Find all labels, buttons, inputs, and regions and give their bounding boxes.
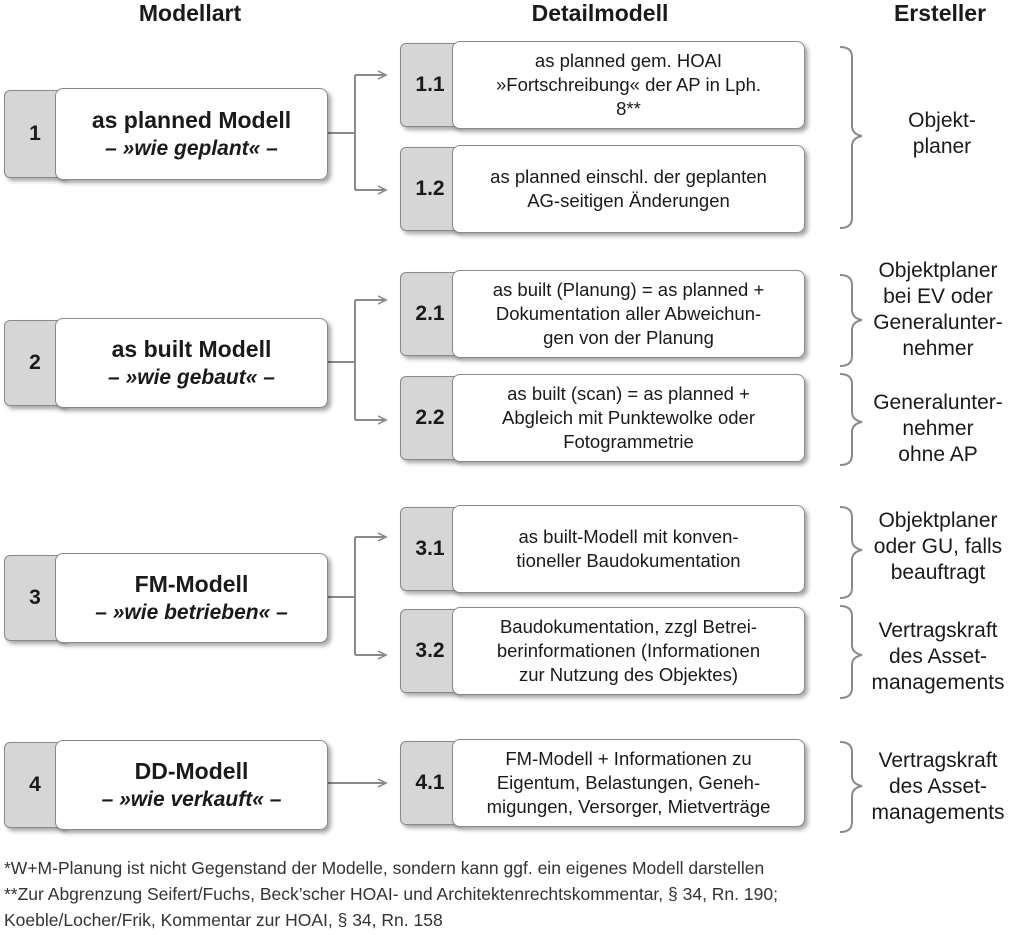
detail-1-2-text: as planned einschl. der geplanten AG-sei… [490, 166, 767, 211]
creator-3-1: Objektplaner oder GU, falls beauftragt [873, 509, 1003, 584]
model-2-subtitle: – »wie gebaut« – [108, 366, 275, 389]
detail-2-2-number: 2.2 [400, 376, 460, 460]
model-3-subtitle: – »wie betrieben« – [95, 601, 288, 624]
model-1-subtitle: – »wie geplant« – [105, 137, 278, 160]
detail-2-2-text: as built (scan) = as planned + Abgleich … [502, 383, 755, 452]
connector-3 [328, 536, 385, 656]
detail-3-1-box: as built-Modell mit konven- tioneller Ba… [452, 505, 805, 593]
detail-2-1-box: as built (Planung) = as planned + Dokume… [452, 270, 805, 358]
detail-2-1-text: as built (Planung) = as planned + Dokume… [492, 279, 765, 348]
detail-4-1-box: FM-Modell + Informationen zu Eigentum, B… [452, 739, 805, 827]
detail-1-1-number: 1.1 [400, 43, 460, 127]
creator-2-2: Generalunter- nehmer ohne AP [873, 391, 1003, 466]
detail-4-1-number: 4.1 [400, 741, 460, 825]
header-creator: Ersteller [893, 0, 987, 26]
detail-4-1-text: FM-Modell + Informationen zu Eigentum, B… [486, 748, 771, 817]
detail-1-2-box: as planned einschl. der geplanten AG-sei… [452, 145, 805, 233]
detail-3-1-text: as built-Modell mit konven- tioneller Ba… [516, 526, 741, 571]
model-3-title: FM-Modell [134, 571, 249, 597]
creator-1: Objekt- planer [908, 109, 976, 158]
detail-3-2-box: Baudokumentation, zzgl Betrei- berinform… [452, 607, 805, 695]
footnote-1: *W+M-Planung ist nicht Gegenstand der Mo… [4, 858, 765, 878]
creator-braces [839, 46, 863, 833]
creator-4-1: Vertragskraft des Asset- managements [871, 749, 1005, 824]
model-1-box: as planned Modell – »wie geplant« – [55, 88, 328, 180]
model-1-title: as planned Modell [91, 107, 292, 133]
creator-3-2: Vertragskraft des Asset- managements [871, 619, 1005, 694]
detail-3-2-number: 3.2 [400, 609, 460, 693]
model-2-box: as built Modell – »wie gebaut« – [55, 318, 328, 408]
model-4-box: DD-Modell – »wie verkauft« – [55, 740, 328, 830]
model-2-title: as built Modell [111, 336, 272, 362]
model-4-title: DD-Modell [134, 758, 249, 784]
detail-3-2-text: Baudokumentation, zzgl Betrei- berinform… [496, 616, 761, 685]
creator-2-1: Objektplaner bei EV oder Generalunter- n… [873, 259, 1003, 360]
detail-2-1-number: 2.1 [400, 272, 460, 356]
detail-1-2-number: 1.2 [400, 147, 460, 231]
footnote-2: **Zur Abgrenzung Seifert/Fuchs, Beck’sch… [4, 884, 778, 904]
detail-3-1-number: 3.1 [400, 507, 460, 591]
footnote-3: Koeble/Locher/Frik, Kommentar zur HOAI, … [4, 910, 443, 930]
detail-1-1-box: as planned gem. HOAI »Fortschreibung« de… [452, 41, 805, 129]
detail-2-2-box: as built (scan) = as planned + Abgleich … [452, 374, 805, 462]
model-3-box: FM-Modell – »wie betrieben« – [55, 553, 328, 643]
header-model-type: Modellart [138, 0, 242, 26]
connector-2 [328, 299, 385, 421]
header-detail-model: Detailmodell [531, 0, 669, 26]
detail-1-1-text: as planned gem. HOAI »Fortschreibung« de… [496, 50, 761, 119]
model-4-subtitle: – »wie verkauft« – [101, 788, 282, 811]
connector-1 [328, 74, 385, 191]
